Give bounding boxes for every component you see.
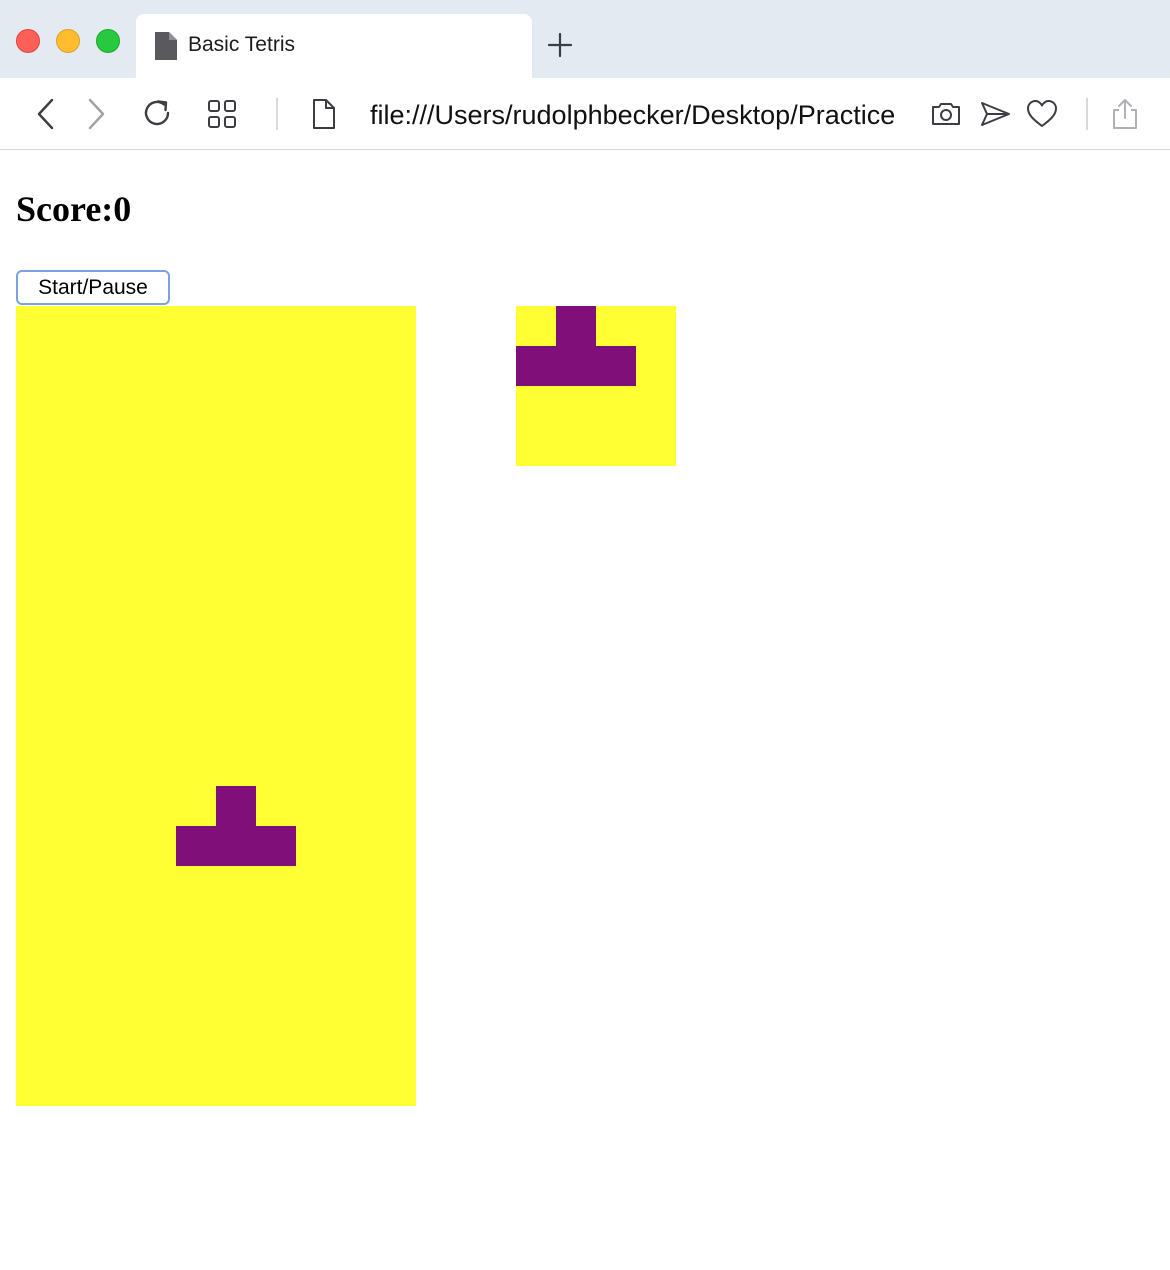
grid-icon[interactable] — [204, 96, 240, 132]
score-value: 0 — [113, 189, 132, 229]
minimize-window-button[interactable] — [56, 29, 80, 53]
score-display: Score:0 — [16, 188, 131, 230]
close-window-button[interactable] — [16, 29, 40, 53]
toolbar-divider — [1086, 98, 1088, 130]
heart-icon[interactable] — [1024, 96, 1060, 132]
share-icon[interactable] — [1107, 96, 1143, 132]
next-piece-block — [556, 346, 596, 386]
address-bar[interactable]: file:///Users/rudolphbecker/Desktop/Prac… — [370, 100, 894, 130]
toolbar-divider — [276, 98, 278, 130]
next-piece-block — [516, 346, 556, 386]
score-label: Score: — [16, 189, 114, 229]
camera-icon[interactable] — [928, 96, 964, 132]
next-piece-block — [596, 346, 636, 386]
tetromino-block — [256, 826, 296, 866]
send-icon[interactable] — [977, 96, 1013, 132]
tetromino-block — [216, 826, 256, 866]
page-icon — [313, 99, 335, 129]
start-pause-button[interactable]: Start/Pause — [16, 270, 170, 305]
tab-bar: Basic Tetris — [0, 0, 1170, 78]
zoom-window-button[interactable] — [96, 29, 120, 53]
toolbar: file:///Users/rudolphbecker/Desktop/Prac… — [0, 78, 1170, 150]
tab-title: Basic Tetris — [188, 33, 295, 56]
game-board — [16, 306, 416, 1106]
document-icon — [155, 32, 177, 60]
next-piece-preview — [516, 306, 676, 466]
tab-basic-tetris[interactable]: Basic Tetris — [136, 14, 532, 78]
next-piece-block — [556, 306, 596, 346]
tetromino-block — [176, 826, 216, 866]
new-tab-icon[interactable] — [546, 31, 574, 59]
back-icon[interactable] — [28, 96, 64, 132]
tetromino-block — [216, 786, 256, 826]
reload-icon[interactable] — [140, 96, 176, 132]
forward-icon[interactable] — [78, 96, 114, 132]
page-content: Score:0 Start/Pause — [0, 150, 1170, 1270]
